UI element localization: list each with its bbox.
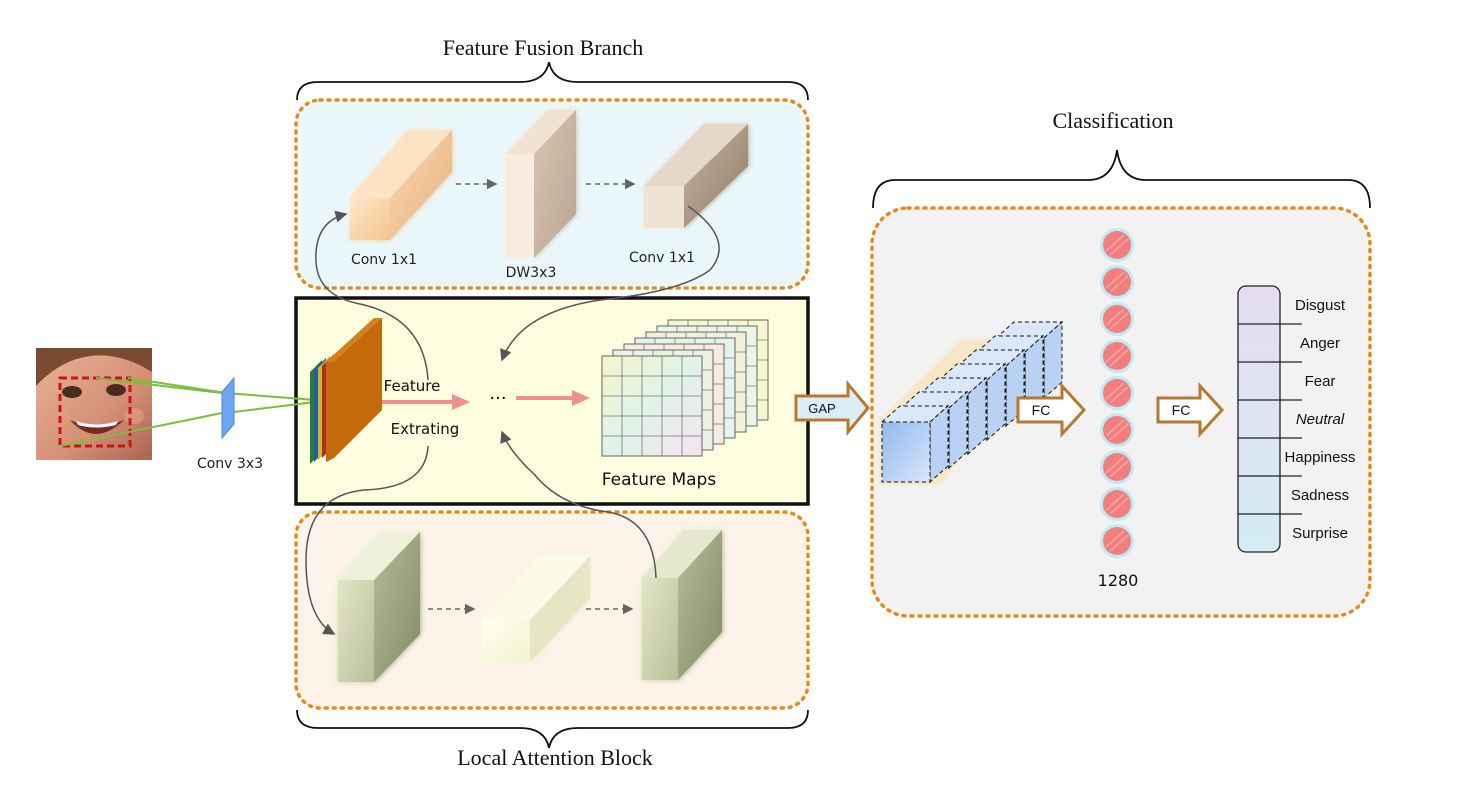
gap-label: GAP bbox=[808, 401, 835, 416]
fc1-label: FC bbox=[1032, 402, 1051, 418]
attention-block-3 bbox=[642, 530, 722, 680]
class-rows: DisgustAngerFearNeutralHappinessSadnessS… bbox=[1238, 297, 1355, 542]
ellipsis-label: ··· bbox=[489, 388, 506, 409]
fusion-block-dw3x3 bbox=[506, 110, 576, 258]
feature-maps-label: Feature Maps bbox=[602, 470, 717, 490]
neuron bbox=[1100, 265, 1134, 299]
neuron bbox=[1100, 487, 1134, 521]
flow-arrow-to-attention bbox=[305, 445, 429, 635]
neuron bbox=[1100, 413, 1134, 447]
feature-map-layer bbox=[601, 355, 703, 457]
conv-projection-lines bbox=[59, 377, 316, 447]
attention-brace bbox=[296, 709, 809, 749]
feature-plane-stack bbox=[310, 318, 382, 464]
flow-arrow-from-attention bbox=[500, 430, 657, 579]
fusion-block-conv1x1-a bbox=[350, 130, 452, 240]
neuron bbox=[1100, 302, 1134, 336]
neuron bbox=[1100, 524, 1134, 558]
fusion-title: Feature Fusion Branch bbox=[443, 35, 643, 60]
flow-arrow-to-fusion bbox=[315, 210, 429, 381]
class-label-happiness: Happiness bbox=[1285, 449, 1356, 466]
class-label-neutral: Neutral bbox=[1296, 411, 1345, 428]
class-label-anger: Anger bbox=[1300, 335, 1340, 352]
attention-block-2 bbox=[482, 556, 590, 662]
fusion-block-conv1x1-b bbox=[644, 124, 748, 228]
neuron bbox=[1100, 450, 1134, 484]
gap-arrow bbox=[794, 379, 870, 437]
attention-title: Local Attention Block bbox=[457, 745, 653, 770]
gap-cube-stack bbox=[880, 320, 1064, 484]
neuron-count-label: 1280 bbox=[1098, 571, 1139, 590]
class-label-fear: Fear bbox=[1305, 373, 1336, 390]
conv3x3-plane bbox=[221, 376, 235, 440]
class-label-surprise: Surprise bbox=[1292, 525, 1348, 542]
conv3x3-label: Conv 3x3 bbox=[197, 456, 263, 472]
neuron-column bbox=[1100, 228, 1134, 558]
class-label-disgust: Disgust bbox=[1295, 297, 1346, 314]
fc-arrow-1 bbox=[1016, 382, 1087, 438]
class-label-sadness: Sadness bbox=[1291, 487, 1349, 504]
classification-brace bbox=[872, 149, 1371, 209]
neuron bbox=[1100, 228, 1134, 262]
fusion-block3-label: Conv 1x1 bbox=[629, 250, 695, 266]
fusion-block1-label: Conv 1x1 bbox=[351, 252, 417, 268]
fc2-label: FC bbox=[1172, 402, 1191, 418]
fusion-brace bbox=[296, 61, 809, 101]
attention-block-1 bbox=[338, 532, 420, 682]
extrating-label: Extrating bbox=[391, 420, 460, 438]
gap-cube bbox=[880, 404, 950, 484]
classification-title: Classification bbox=[1053, 108, 1174, 133]
class-output-column bbox=[1237, 285, 1281, 553]
fusion-block2-label: DW3x3 bbox=[506, 265, 557, 281]
neuron bbox=[1100, 339, 1134, 373]
feature-arrow-1 bbox=[382, 394, 470, 410]
flow-arrow-from-fusion bbox=[500, 205, 720, 362]
neuron bbox=[1100, 376, 1134, 410]
input-face-image bbox=[36, 348, 152, 460]
feature-label: Feature bbox=[384, 377, 441, 395]
feature-maps-stack bbox=[601, 319, 769, 457]
fc-arrow-2 bbox=[1156, 382, 1225, 438]
feature-arrow-2 bbox=[516, 390, 590, 406]
